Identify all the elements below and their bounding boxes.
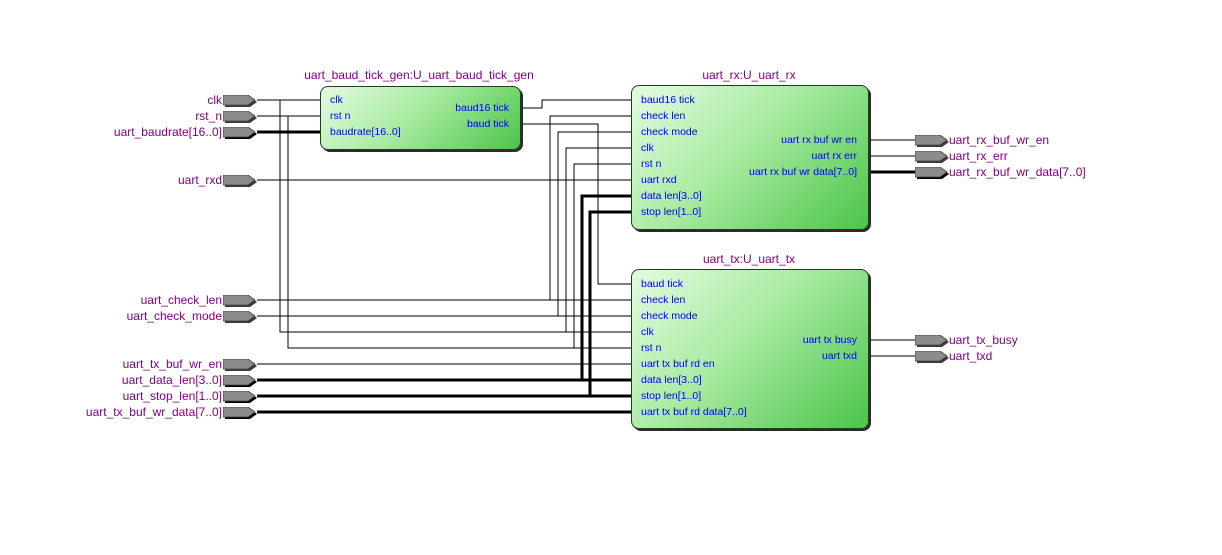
input-port-label: uart_check_mode (126, 309, 222, 323)
port-arrow-icon (223, 175, 257, 187)
output-port-uart-rx-buf-wr-data[interactable] (915, 167, 949, 179)
input-port-uart-check-len[interactable] (223, 295, 257, 307)
wire-clk-rx (565, 147, 631, 332)
block-input-pin: baud tick (641, 278, 684, 290)
wire-check-mode-rx (557, 131, 631, 316)
block-uart-tx[interactable] (631, 269, 869, 429)
input-port-label: clk (207, 93, 222, 107)
block-output-pin: uart tx busy (802, 334, 857, 346)
wire-check-len-rx (549, 115, 631, 300)
input-port-label: uart_tx_buf_wr_en (122, 357, 222, 371)
block-output-pin: baud16 tick (455, 102, 509, 114)
block-input-pin: stop len[1..0] (641, 206, 702, 218)
block-input-pin: data len[3..0] (641, 374, 702, 386)
block-baud-tick-gen[interactable] (320, 86, 521, 150)
output-port-label: uart_tx_busy (949, 333, 1018, 347)
block-input-pin: rst n (330, 110, 351, 122)
wire-baud-tick (519, 123, 631, 285)
input-port-label: uart_baudrate[16..0] (113, 125, 222, 139)
output-port-uart-tx-busy[interactable] (915, 335, 949, 347)
block-output-pin: baud tick (466, 118, 509, 130)
input-port-label: uart_stop_len[1..0] (122, 389, 222, 403)
port-arrow-icon (223, 295, 257, 307)
input-port-uart-tx-buf-wr-data[interactable] (223, 407, 257, 419)
block-output-pin: uart rx buf wr en (781, 134, 857, 146)
port-arrow-icon (223, 407, 257, 419)
block-input-pin: clk (641, 326, 654, 338)
block-input-pin: stop len[1..0] (641, 390, 702, 402)
block-output-pin: uart rx err (811, 150, 857, 162)
input-port-uart-baudrate[interactable] (223, 127, 257, 139)
output-port-label: uart_txd (949, 349, 993, 363)
input-port-uart-tx-buf-wr-en[interactable] (223, 359, 257, 371)
input-port-clk[interactable] (223, 95, 257, 107)
port-arrow-icon (915, 351, 949, 363)
port-arrow-icon (223, 127, 257, 139)
input-port-uart-data-len[interactable] (223, 375, 257, 387)
block-input-pin: check len (641, 294, 686, 306)
input-port-label: uart_tx_buf_wr_data[7..0] (85, 405, 222, 419)
block-title-tx: uart_tx:U_uart_tx (702, 252, 796, 266)
port-arrow-icon (223, 311, 257, 323)
input-port-label: uart_rxd (177, 173, 222, 187)
input-port-label: rst_n (195, 109, 222, 123)
block-input-pin: check len (641, 110, 686, 122)
block-input-pin: check mode (641, 126, 698, 138)
wire-data-len-rx (580, 194, 631, 380)
block-input-pin: clk (641, 142, 654, 154)
port-arrow-icon (915, 167, 949, 179)
block-input-pin: baud16 tick (641, 94, 695, 106)
output-port-label: uart_rx_err (949, 149, 1008, 163)
port-arrow-icon (223, 375, 257, 387)
block-output-pin: uart rx buf wr data[7..0] (749, 166, 857, 178)
block-title-rx: uart_rx:U_uart_rx (702, 68, 796, 82)
block-input-pin: check mode (641, 310, 698, 322)
output-port-uart-txd[interactable] (915, 351, 949, 363)
port-arrow-icon (223, 391, 257, 403)
block-input-pin: baudrate[16..0] (330, 126, 401, 138)
port-arrow-icon (223, 95, 257, 107)
input-port-uart-stop-len[interactable] (223, 391, 257, 403)
wire-baud16-tick (519, 99, 631, 109)
block-output-pin: uart txd (821, 350, 857, 362)
input-port-rst-n[interactable] (223, 111, 257, 123)
block-input-pin: rst n (641, 158, 662, 170)
wire-clk-tx (279, 100, 631, 333)
output-port-label: uart_rx_buf_wr_en (949, 133, 1050, 147)
wire-stop-len-rx (588, 210, 631, 396)
input-port-uart-rxd[interactable] (223, 175, 257, 187)
port-arrow-icon (915, 335, 949, 347)
block-input-pin: clk (330, 94, 343, 106)
port-arrow-icon (223, 359, 257, 371)
port-arrow-icon (223, 111, 257, 123)
block-input-pin: data len[3..0] (641, 190, 702, 202)
wire-rst-n-tx (287, 116, 631, 349)
output-port-uart-rx-buf-wr-en[interactable] (915, 135, 949, 147)
port-arrow-icon (915, 151, 949, 163)
block-uart-rx[interactable] (631, 85, 869, 230)
output-port-label: uart_rx_buf_wr_data[7..0] (949, 165, 1086, 179)
block-title-baud-gen: uart_baud_tick_gen:U_uart_baud_tick_gen (304, 68, 534, 82)
output-port-uart-rx-err[interactable] (915, 151, 949, 163)
input-port-label: uart_data_len[3..0] (121, 373, 222, 387)
block-input-pin: uart tx buf rd en (641, 358, 715, 370)
wire-rst-n-rx (573, 163, 631, 348)
block-input-pin: uart tx buf rd data[7..0] (641, 406, 747, 418)
block-input-pin: rst n (641, 342, 662, 354)
input-port-label: uart_check_len (140, 293, 222, 307)
block-input-pin: uart rxd (641, 174, 677, 186)
port-arrow-icon (915, 135, 949, 147)
input-port-uart-check-mode[interactable] (223, 311, 257, 323)
